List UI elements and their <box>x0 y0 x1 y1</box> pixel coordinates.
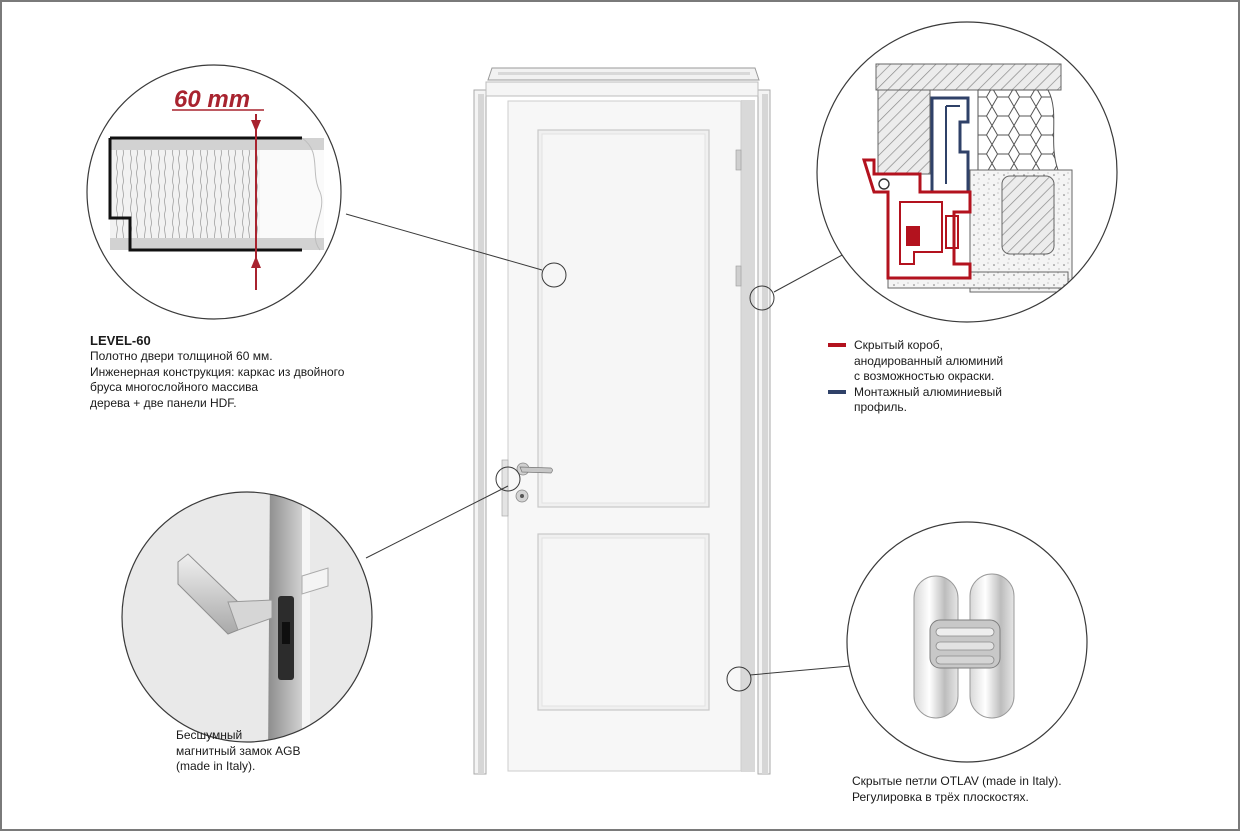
lock-callout-text: Бесшумный магнитный замок AGB (made in I… <box>176 728 300 775</box>
callout-marker-panel <box>541 262 567 288</box>
door-hinge-top <box>735 149 742 171</box>
legend-item-hidden-frame: Скрытый короб, анодированный алюминий с … <box>828 338 1003 385</box>
top-cornice-band <box>498 72 750 75</box>
hinge-callout-text: Скрытые петли OTLAV (made in Italy). Рег… <box>852 774 1062 805</box>
callout-line-lock <box>365 485 509 559</box>
legend-line: профиль. <box>854 400 908 414</box>
door-hinge-bottom <box>735 265 742 287</box>
hinge-callout-line: Регулировка в трёх плоскостях. <box>852 789 1029 804</box>
frame-profile-detail <box>816 21 1118 323</box>
door-handle-lever <box>519 466 553 474</box>
legend-line: Монтажный алюминиевый <box>854 384 1002 399</box>
thickness-dimension-label: 60 mm <box>174 86 251 113</box>
frame-profile-ring <box>816 21 1118 323</box>
panel-callout-line: дерева + две панели HDF. <box>90 395 237 410</box>
callout-marker-frame <box>749 285 775 311</box>
panel-callout-title: LEVEL-60 <box>90 333 151 348</box>
legend-swatch-red <box>828 343 846 347</box>
frame-legend: Скрытый короб, анодированный алюминий с … <box>828 338 1003 416</box>
legend-item-mounting-profile: Монтажный алюминиевый профиль. <box>828 385 1003 416</box>
hinge-detail <box>846 521 1088 763</box>
callout-marker-lock <box>495 466 521 492</box>
callout-line-panel <box>345 213 543 271</box>
door-assembly <box>473 67 771 775</box>
hinge-callout-line: Скрытые петли OTLAV (made in Italy). <box>852 774 1062 788</box>
legend-line: анодированный алюминий <box>854 353 1004 368</box>
panel-callout-text: LEVEL-60 Полотно двери толщиной 60 мм. И… <box>90 332 344 411</box>
legend-swatch-blue <box>828 389 846 394</box>
lock-callout-line: Бесшумный <box>176 728 243 742</box>
lock-callout-line: магнитный замок AGB <box>176 743 301 758</box>
lock-detail <box>121 491 373 743</box>
callout-lines <box>345 213 851 692</box>
callout-line-frame <box>773 253 845 293</box>
panel-callout-line: бруса многослойного массива <box>90 380 259 394</box>
lock-callout-line: (made in Italy). <box>176 759 256 773</box>
callout-line-hinge <box>749 665 851 676</box>
legend-line: с возможностью окраски. <box>854 369 995 383</box>
leaf-section-ring <box>86 64 342 320</box>
panel-callout-line: Полотно двери толщиной 60 мм. <box>90 349 273 363</box>
leaf-section-detail <box>86 64 342 320</box>
hinge-detail-ring <box>846 521 1088 763</box>
legend-line: Скрытый короб, <box>854 338 943 352</box>
callout-marker-hinge <box>726 666 752 692</box>
lock-detail-ring <box>121 491 373 743</box>
panel-callout-line: Инженерная конструкция: каркас из двойно… <box>90 364 345 379</box>
